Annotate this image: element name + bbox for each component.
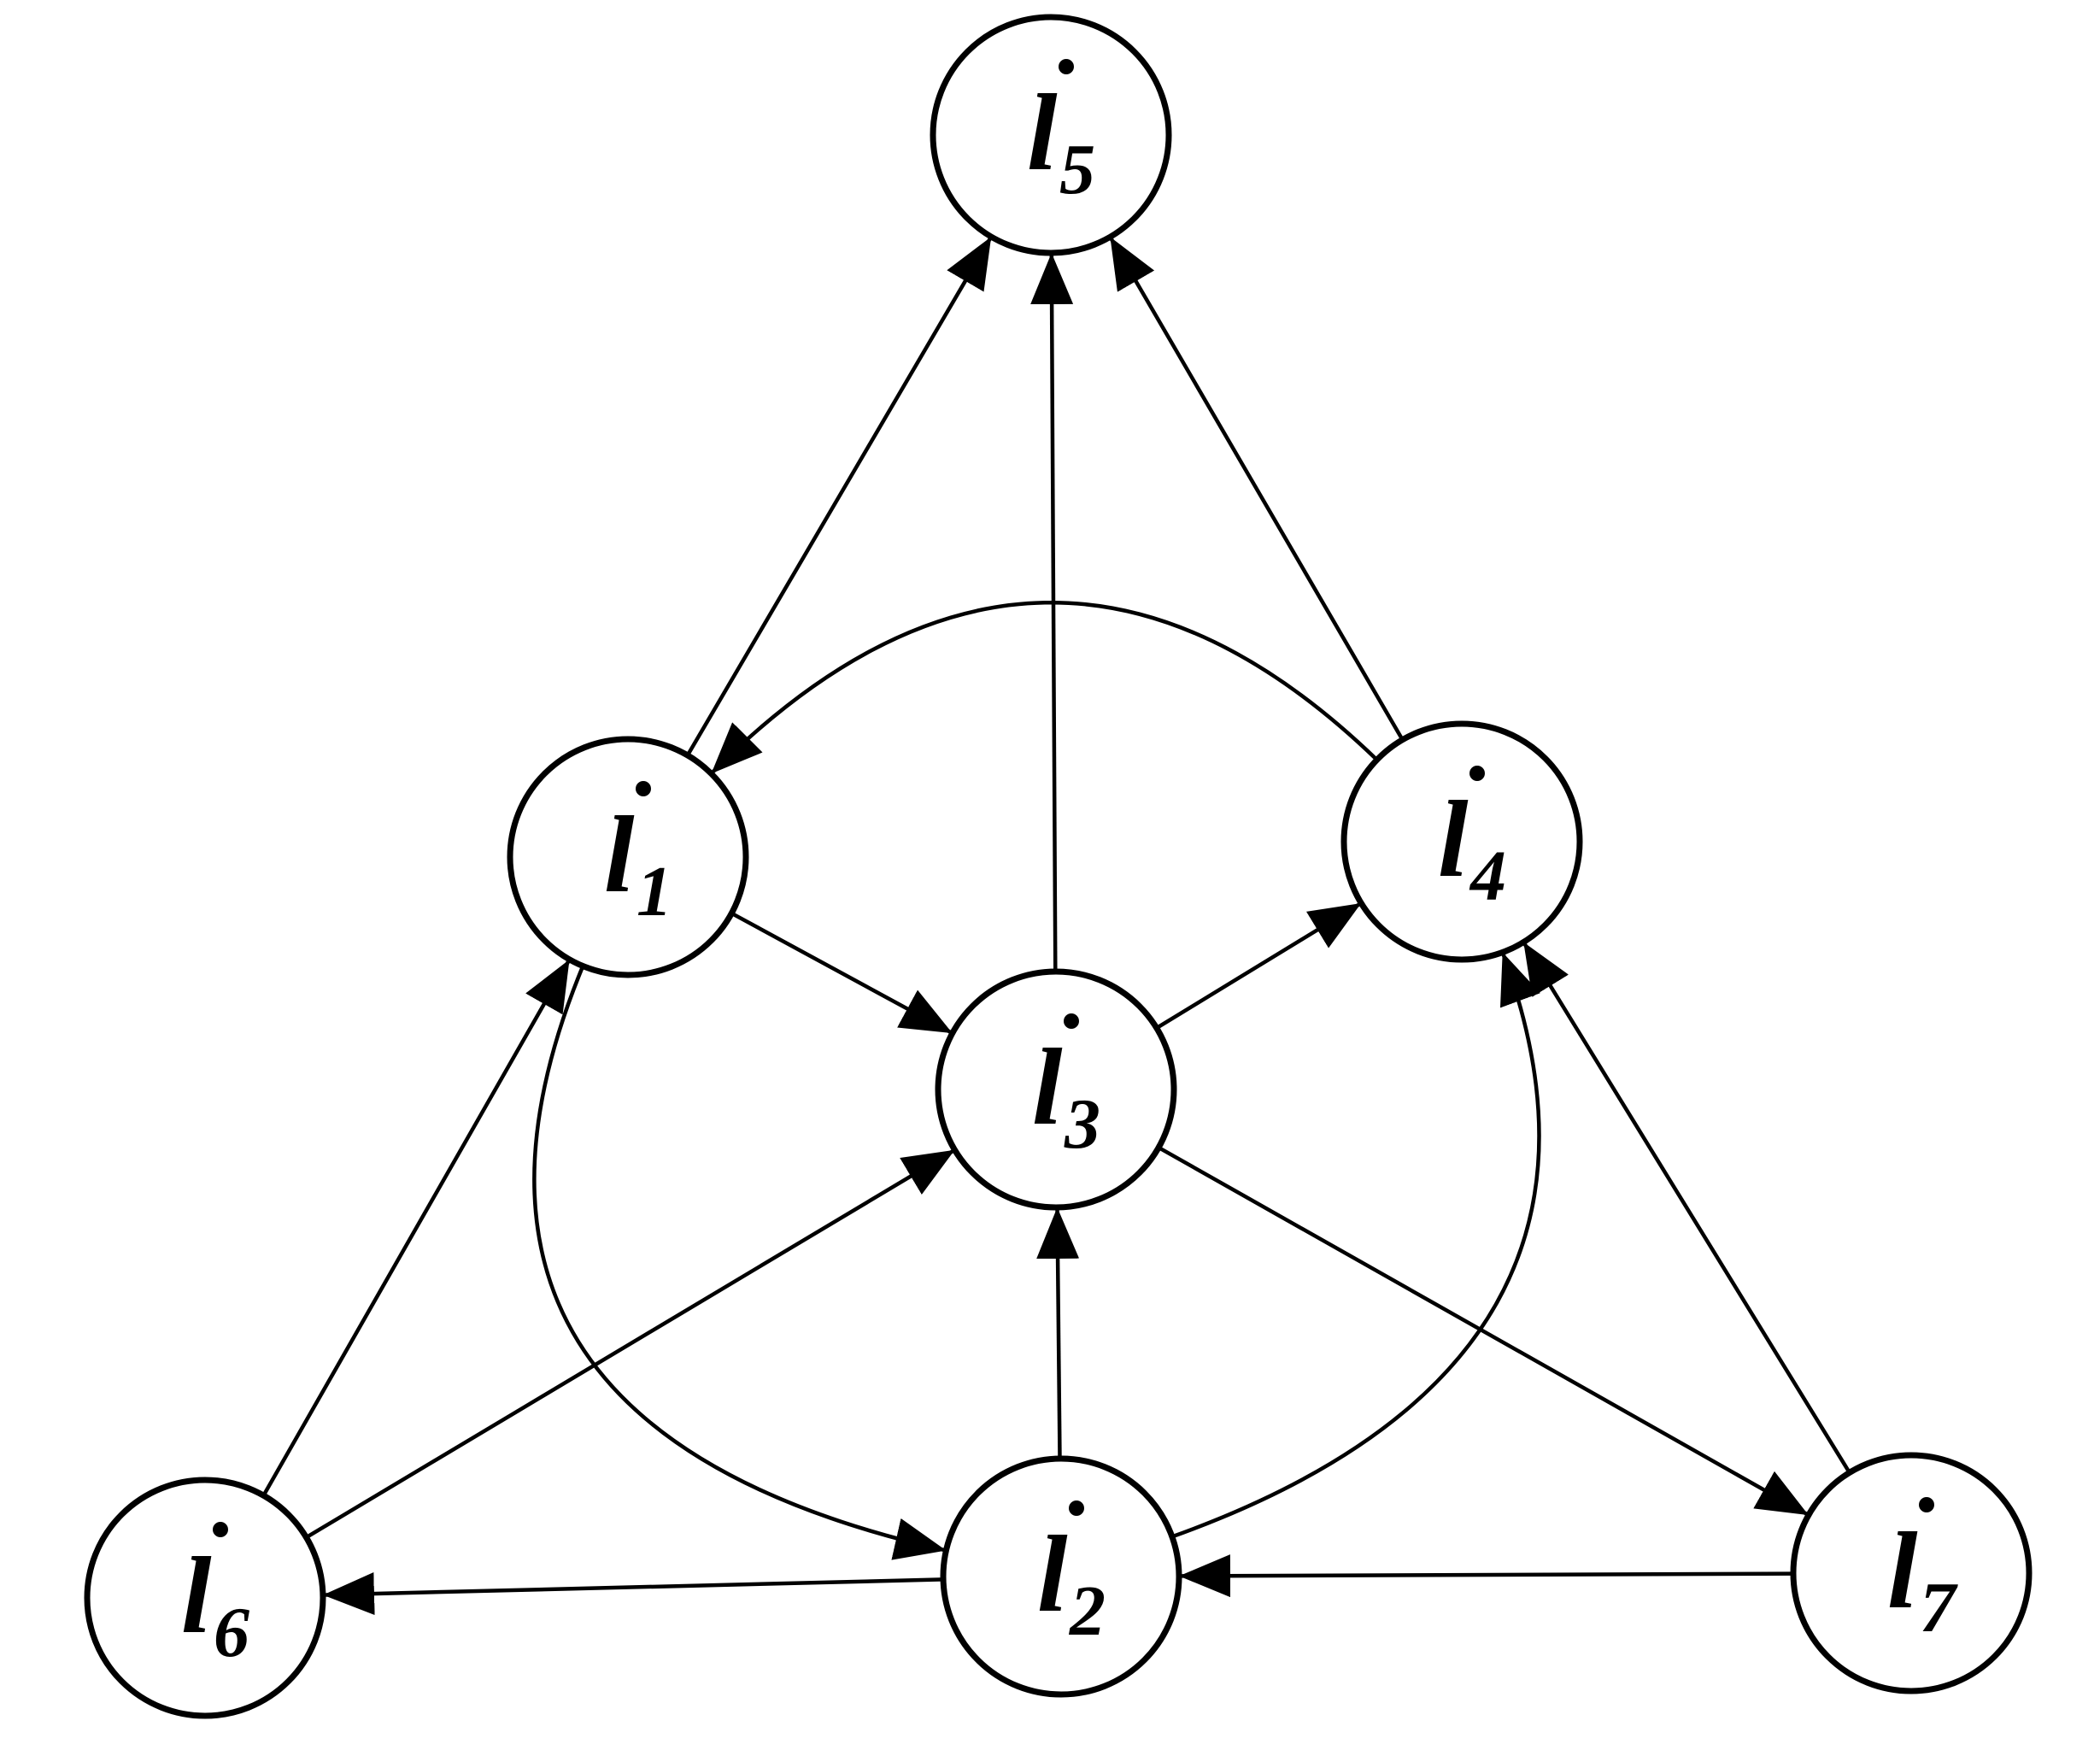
node-l1-dot [636,781,651,796]
node-l6-label: l [181,1535,212,1656]
node-l2-subscript: 2 [1068,1571,1106,1651]
node-l3-dot [1064,1013,1079,1029]
node-l5-subscript: 5 [1059,130,1095,209]
node-l2-circle [940,1455,1182,1698]
node-l6-circle [84,1477,326,1719]
node-l3-circle [935,968,1177,1211]
edge-l6-to-l3 [305,1148,955,1540]
node-l7-circle [1790,1452,2033,1694]
edge-l3-to-l5 [1030,253,1074,972]
edges-layer [261,237,1851,1616]
node-l1-circle [507,736,749,978]
edge-l3-to-l4 [1155,902,1362,1031]
node-l3-label: l [1032,1026,1063,1148]
node-l3-subscript: 3 [1064,1084,1100,1164]
node-l1-subscript: 1 [636,852,672,931]
node-l1-label: l [604,794,635,915]
node-l7-subscript: 7 [1920,1568,1958,1647]
node-l4-circle [1340,720,1583,963]
edge-l2-to-l4 [1171,952,1541,1539]
node-l4-label: l [1438,778,1469,900]
node-l4-dot [1469,766,1485,781]
node-l2-dot [1069,1500,1084,1516]
node-l6-subscript: 6 [214,1593,249,1672]
edge-l6-to-l1 [261,959,571,1497]
node-l5-dot [1059,59,1074,74]
edge-l7-to-l4 [1522,942,1851,1474]
node-l6-dot [213,1522,228,1537]
node-l5-circle [930,14,1172,256]
edge-l1-to-l2 [532,965,947,1560]
edge-l4-to-l1 [711,601,1379,774]
node-l4-subscript: 4 [1469,837,1506,916]
node-l2-label: l [1037,1513,1068,1635]
edge-l2-to-l3 [1036,1207,1080,1459]
edge-l7-to-l2 [1179,1554,1794,1598]
node-l7-dot [1919,1497,1934,1512]
edge-l1-to-l5 [685,237,993,757]
edge-l2-to-l6 [323,1572,944,1616]
edge-l4-to-l5 [1109,237,1405,741]
node-l5-label: l [1027,72,1058,193]
node-l7-label: l [1887,1510,1918,1631]
edge-l1-to-l3 [730,911,953,1035]
edge-l3-to-l7 [1157,1145,1809,1517]
